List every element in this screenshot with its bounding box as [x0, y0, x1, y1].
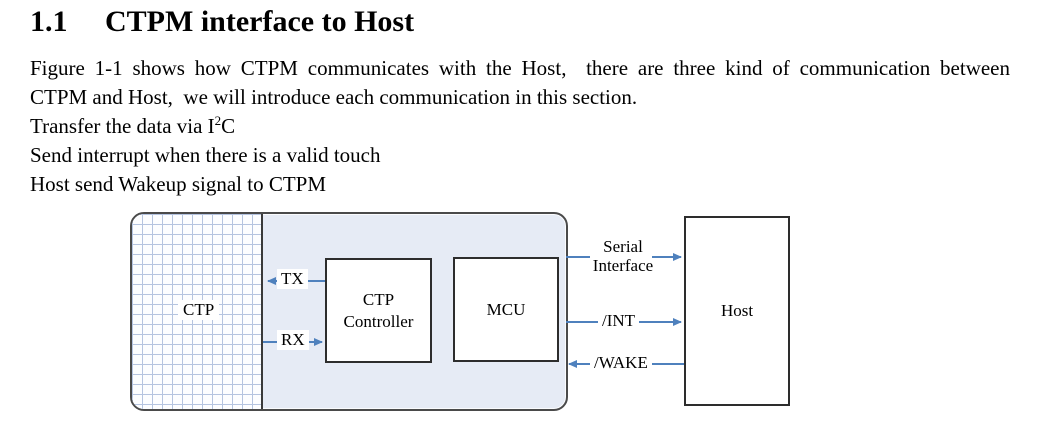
tx-label: TX	[277, 269, 308, 289]
wake-label: /WAKE	[590, 353, 652, 373]
ctp-controller-label-line1: CTP	[362, 289, 395, 309]
serial-interface-label: Serial Interface	[576, 237, 670, 275]
i2c-superscript: 2	[214, 113, 222, 128]
paragraph-line-1: Figure 1-1 shows how CTPM communicates w…	[30, 56, 1010, 80]
i2c-text-suffix: C	[221, 114, 236, 138]
section-heading: 1.1 CTPM interface to Host	[30, 5, 414, 39]
int-label: /INT	[598, 311, 640, 331]
comm-line-i2c: Transfer the data via I2C	[30, 112, 1010, 141]
paragraph-line-2: CTPM and Host, we will introduce each co…	[30, 85, 638, 109]
comm-line-interrupt: Send interrupt when there is a valid tou…	[30, 143, 381, 167]
host-box: Host	[684, 216, 790, 406]
ctp-label: CTP	[178, 300, 220, 320]
mcu-box: MCU	[453, 257, 559, 362]
section-number: 1.1	[30, 5, 68, 38]
rx-label: RX	[277, 330, 309, 350]
host-label: Host	[720, 301, 754, 320]
ctp-controller-label-line2: Controller	[343, 311, 414, 331]
serial-interface-label-line1: Serial	[603, 237, 643, 256]
section-title: CTPM interface to Host	[105, 5, 415, 38]
i2c-text-prefix: Transfer the data via I	[30, 114, 215, 138]
serial-interface-label-line2: Interface	[592, 256, 654, 275]
ctp-controller-box: CTP Controller	[325, 258, 432, 363]
comm-line-wakeup: Host send Wakeup signal to CTPM	[30, 172, 326, 196]
mcu-label: MCU	[486, 299, 526, 319]
